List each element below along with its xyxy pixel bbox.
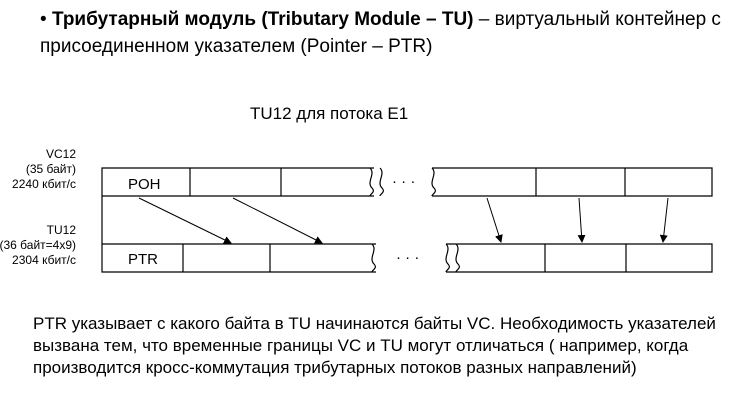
tu12-label-line: 2304 кбит/с bbox=[12, 253, 76, 267]
bullet: • bbox=[40, 9, 47, 30]
vc12-ellipsis: · · · bbox=[392, 173, 415, 190]
term-definition: – виртуальный контейнер с присоединенном… bbox=[40, 9, 721, 57]
tu12-right-outline bbox=[446, 243, 713, 273]
vc12-label-line: (35 байт) bbox=[25, 162, 76, 176]
vc12-break-right bbox=[431, 167, 436, 197]
poh-cell-label: POH bbox=[128, 176, 161, 193]
vc12-label: VC12 (35 байт) 2240 кбит/с bbox=[0, 147, 76, 192]
heading: • Трибутарный модуль (Tributary Module –… bbox=[40, 6, 750, 60]
vc12-break-left-2 bbox=[379, 167, 384, 197]
tu12-left-outline bbox=[101, 243, 376, 273]
tu12-label-line: TU12 bbox=[46, 223, 76, 237]
vc12-left-outline bbox=[101, 167, 374, 197]
vc12-label-line: VC12 bbox=[45, 147, 76, 161]
tu12-label-line: (36 байт=4x9) bbox=[0, 238, 76, 252]
ptr-cell-label: PTR bbox=[128, 251, 158, 268]
mapping-arrow bbox=[138, 197, 232, 244]
term-title: Трибутарный модуль (Tributary Module – T… bbox=[51, 9, 474, 30]
mapping-arrow bbox=[659, 197, 669, 243]
tu12-label: TU12 (36 байт=4x9) 2304 кбит/с bbox=[0, 223, 76, 268]
tu12-frame bbox=[101, 243, 713, 273]
mapping-arrow bbox=[577, 197, 586, 243]
tu12-ellipsis: · · · bbox=[396, 249, 419, 266]
description-paragraph: PTR указывает с какого байта в TU начина… bbox=[33, 314, 716, 377]
tu12-break-left bbox=[371, 243, 376, 273]
vc12-frame bbox=[101, 167, 713, 197]
mapping-arrow bbox=[486, 197, 503, 243]
vc12-right-outline bbox=[432, 167, 713, 197]
vc12-break-left bbox=[369, 167, 374, 197]
vc12-label-line: 2240 кбит/с bbox=[12, 177, 76, 191]
tu12-break-right-2 bbox=[455, 243, 460, 273]
diagram-title: TU12 для потока E1 bbox=[250, 104, 409, 123]
tu12-break-right bbox=[445, 243, 450, 273]
mapping-arrow bbox=[232, 197, 323, 244]
